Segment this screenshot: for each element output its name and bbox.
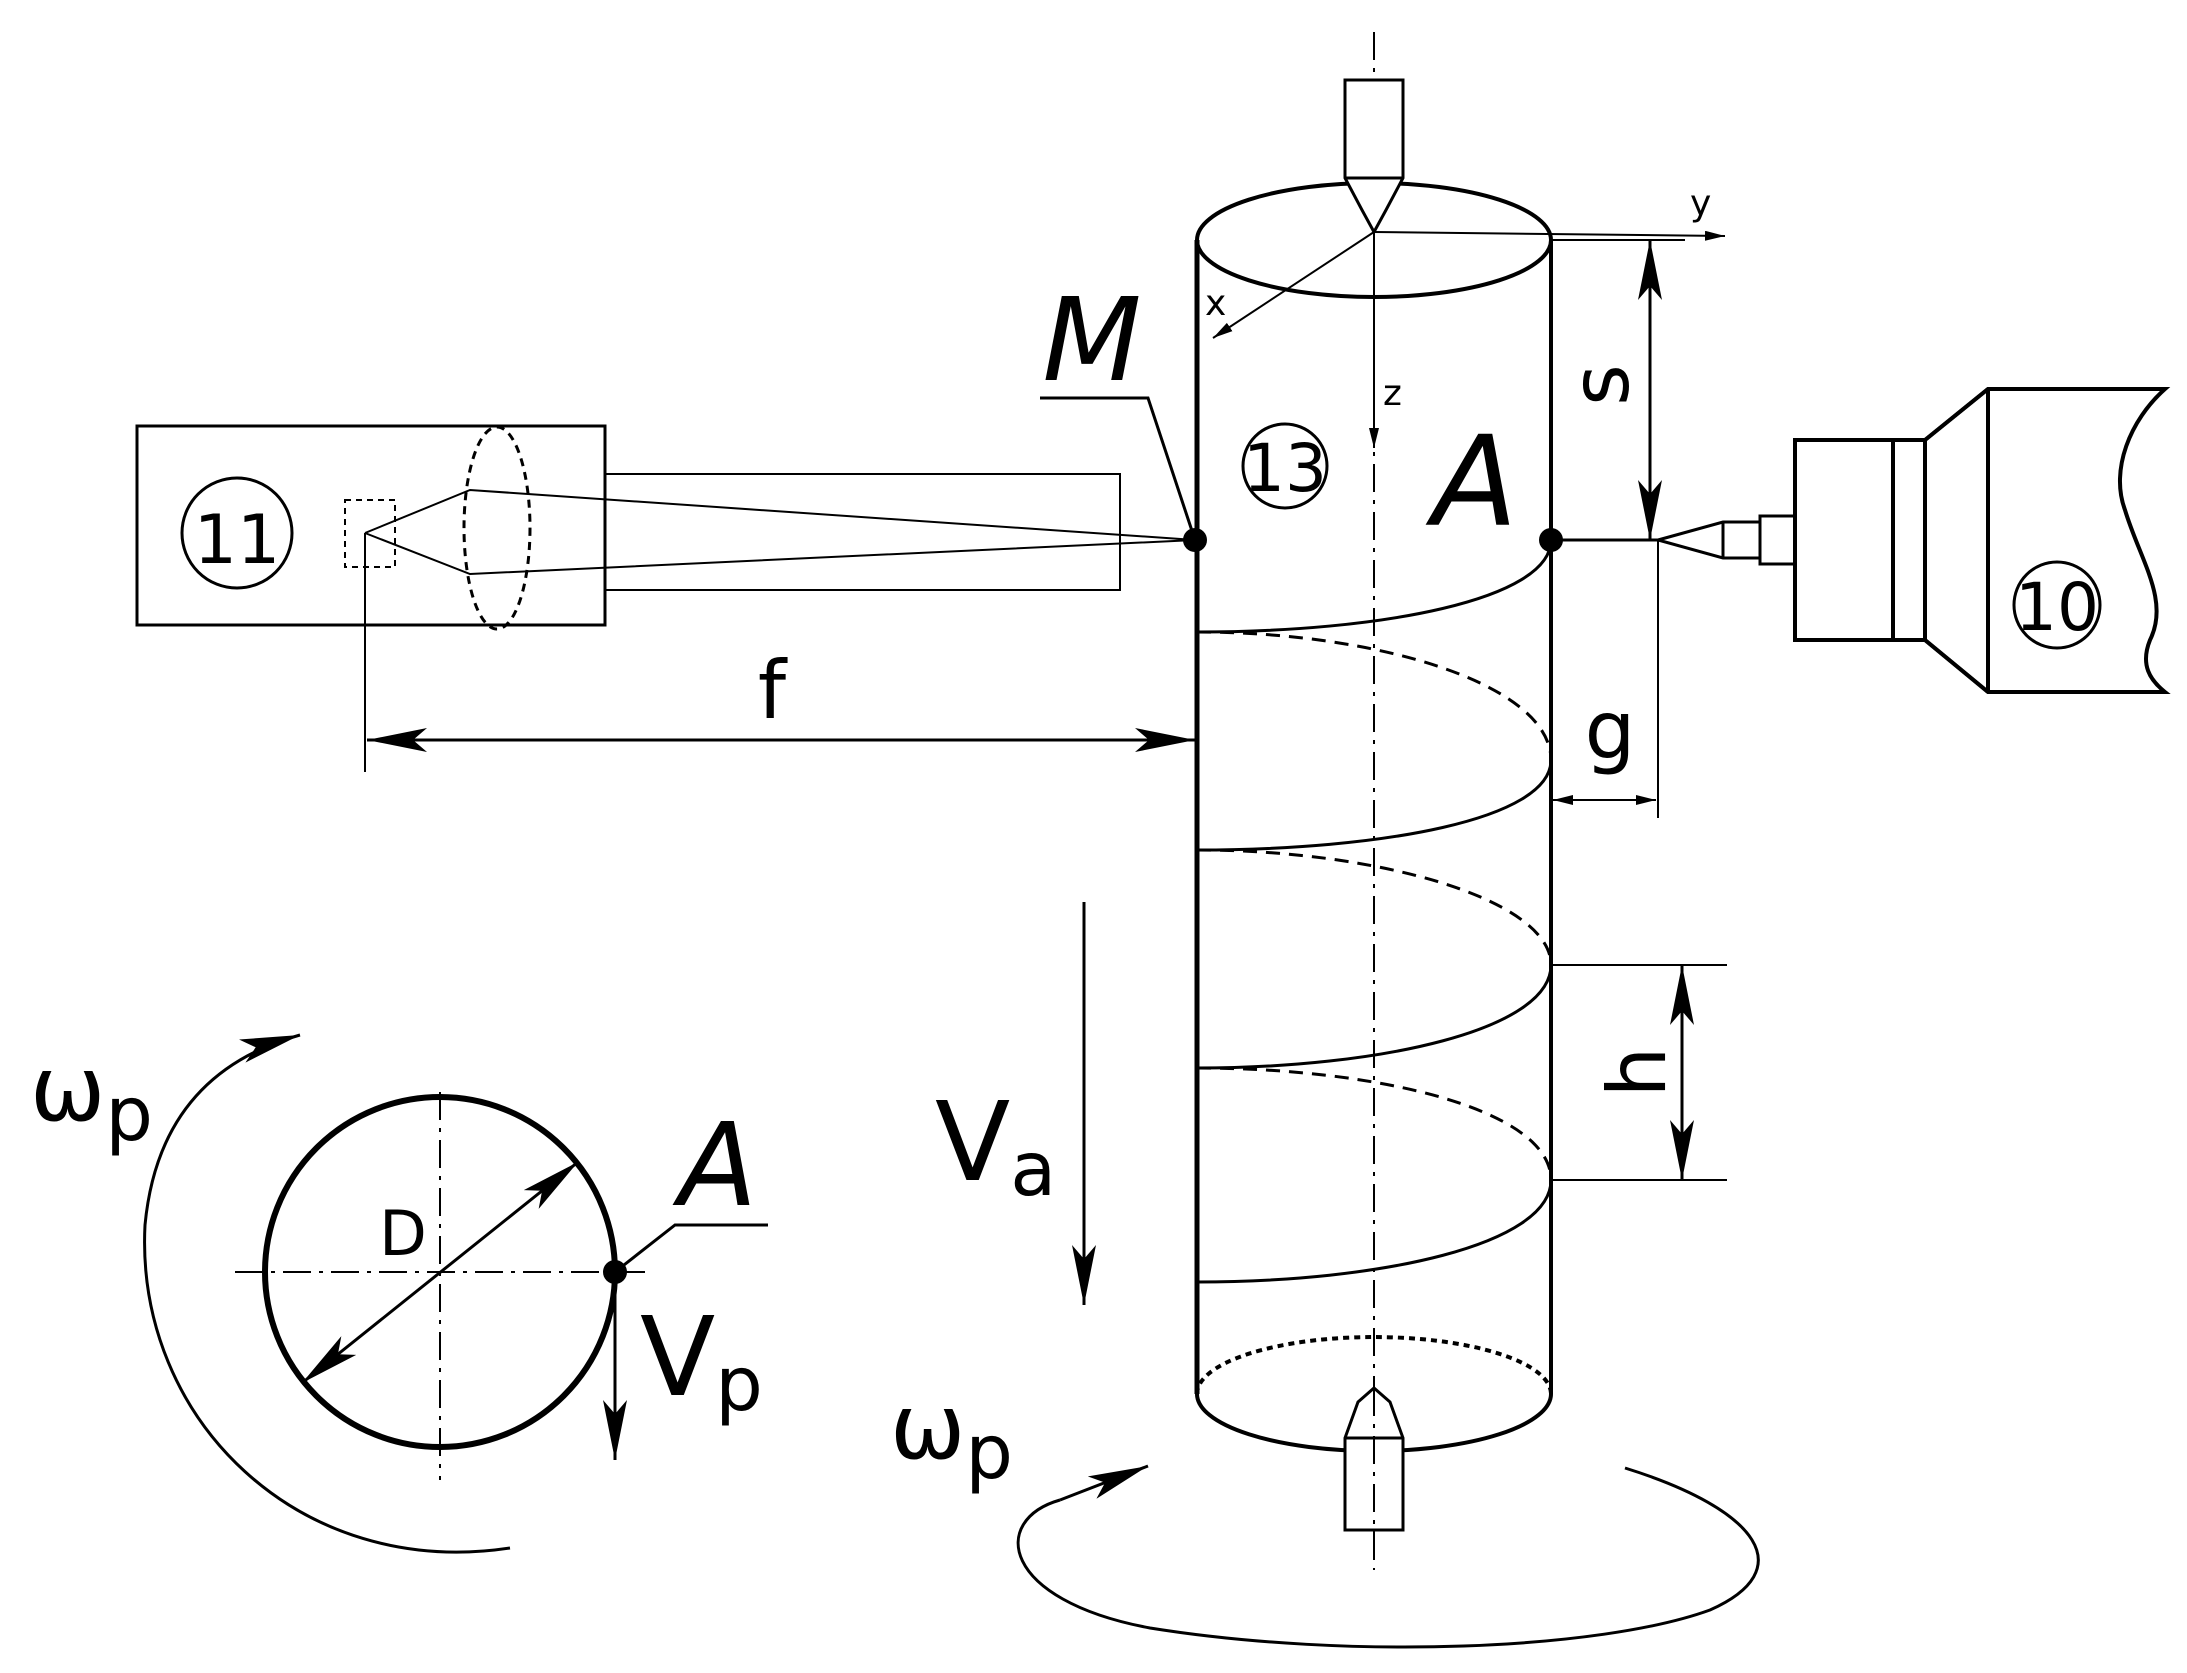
diameter-label: D	[379, 1197, 427, 1270]
section-rotation-label: ωp	[30, 1037, 153, 1158]
helix-thread	[1196, 539, 1553, 1284]
spindle-rotation-label: ωp	[890, 1375, 1013, 1496]
tool-id-label: 10	[2015, 569, 2099, 646]
dimension-g: g	[1553, 540, 1659, 818]
point-a-label: A	[1425, 410, 1518, 555]
section-point-a-label: A	[672, 1099, 758, 1233]
axis-y-label: y	[1690, 183, 1711, 224]
upper-centre	[1343, 78, 1405, 236]
point-m: M	[1040, 274, 1207, 552]
axis-x-label: x	[1205, 283, 1226, 324]
feed-velocity-sub: a	[1010, 1125, 1056, 1213]
lower-centre	[1343, 1386, 1405, 1570]
dimension-h-label: h	[1591, 1047, 1684, 1098]
dimension-f-label: f	[758, 644, 788, 737]
dimension-g-label: g	[1585, 684, 1636, 777]
spindle-rotation-main: ω	[890, 1375, 965, 1480]
spindle-rotation-sub: p	[965, 1408, 1013, 1496]
section-rotation-main: ω	[30, 1037, 105, 1142]
point-m-label: M	[1042, 274, 1141, 408]
peripheral-velocity-main: V	[640, 1293, 715, 1421]
coordinate-axes: y z x	[1205, 183, 1726, 448]
axis-z-label: z	[1383, 373, 1402, 414]
peripheral-velocity-label: Vp	[640, 1293, 763, 1428]
feed-velocity: Va	[935, 902, 1096, 1305]
dimension-s-label: s	[1554, 364, 1647, 406]
feed-velocity-label: Va	[935, 1078, 1056, 1213]
feed-velocity-main: V	[935, 1078, 1010, 1206]
dimension-h: h	[1551, 964, 1727, 1181]
camera-id-label: 11	[194, 501, 281, 580]
peripheral-velocity-sub: p	[715, 1340, 763, 1428]
spindle-rotation: ωp	[890, 1375, 1760, 1649]
camera-unit: 11	[135, 424, 1196, 772]
cross-section: D A Vp ωp	[30, 1033, 768, 1554]
dimension-f: f	[367, 644, 1195, 752]
dimension-s: s	[1551, 239, 1685, 540]
section-rotation-sub: p	[105, 1070, 153, 1158]
workpiece-id-label: 13	[1243, 430, 1327, 507]
workpiece-cylinder: 13	[1194, 32, 1553, 1570]
cutting-tool: 10	[1551, 387, 2171, 694]
point-a: A	[1425, 410, 1563, 555]
